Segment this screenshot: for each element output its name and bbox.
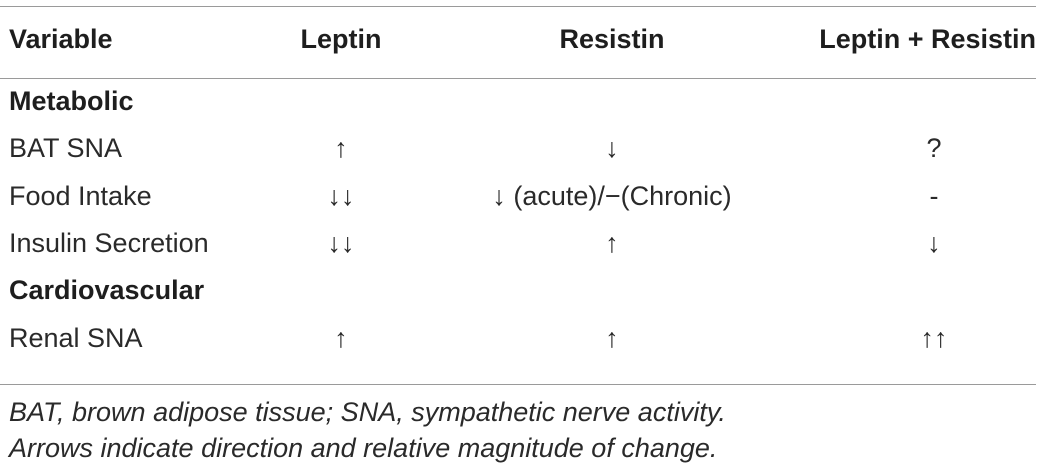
column-header-leptin-resistin: Leptin + Resistin (819, 23, 1036, 54)
resistin-cell: ↑ (605, 228, 619, 259)
section-title: Metabolic (9, 86, 134, 117)
leptin-cell: ↓↓ (327, 228, 355, 259)
bottom-rule (0, 384, 1036, 385)
leptin-cell: ↑ (334, 133, 348, 164)
section-row-cardiovascular: Cardiovascular (0, 267, 1036, 314)
resistin-cell: ↑ (605, 322, 619, 353)
resistin-cell: ↓ (acute)/−(Chronic) (492, 180, 732, 211)
section-title: Cardiovascular (9, 275, 205, 306)
combined-cell: - (929, 180, 939, 211)
leptin-cell: ↑ (334, 322, 348, 353)
variable-cell: Renal SNA (9, 322, 143, 353)
table-row: Food Intake ↓↓ ↓ (acute)/−(Chronic) - (0, 173, 1036, 220)
variable-cell: Food Intake (9, 180, 152, 211)
variable-cell: Insulin Secretion (9, 228, 209, 259)
table-row: BAT SNA ↑ ↓ ? (0, 125, 1036, 172)
combined-cell: ↑↑ (920, 322, 948, 353)
combined-cell: ? (926, 133, 942, 164)
column-header-leptin: Leptin (300, 23, 382, 54)
combined-cell: ↓ (927, 228, 941, 259)
section-row-metabolic: Metabolic (0, 78, 1036, 125)
footnote-abbreviations: BAT, brown adipose tissue; SNA, sympathe… (9, 397, 726, 427)
variable-cell: BAT SNA (9, 133, 123, 164)
table-row: Renal SNA ↑ ↑ ↑↑ (0, 314, 1036, 361)
column-header-variable: Variable (9, 23, 113, 54)
table-footnotes: BAT, brown adipose tissue; SNA, sympathe… (9, 394, 726, 466)
leptin-cell: ↓↓ (327, 180, 355, 211)
column-header-resistin: Resistin (559, 23, 665, 54)
top-rule (0, 6, 1036, 7)
data-table: Variable Leptin Resistin Leptin + Resist… (0, 0, 1036, 361)
header-row: Variable Leptin Resistin Leptin + Resist… (0, 0, 1036, 78)
header-rule (0, 78, 1036, 79)
table-row: Insulin Secretion ↓↓ ↑ ↓ (0, 220, 1036, 267)
footnote-arrows: Arrows indicate direction and relative m… (9, 433, 718, 463)
resistin-cell: ↓ (605, 133, 619, 164)
